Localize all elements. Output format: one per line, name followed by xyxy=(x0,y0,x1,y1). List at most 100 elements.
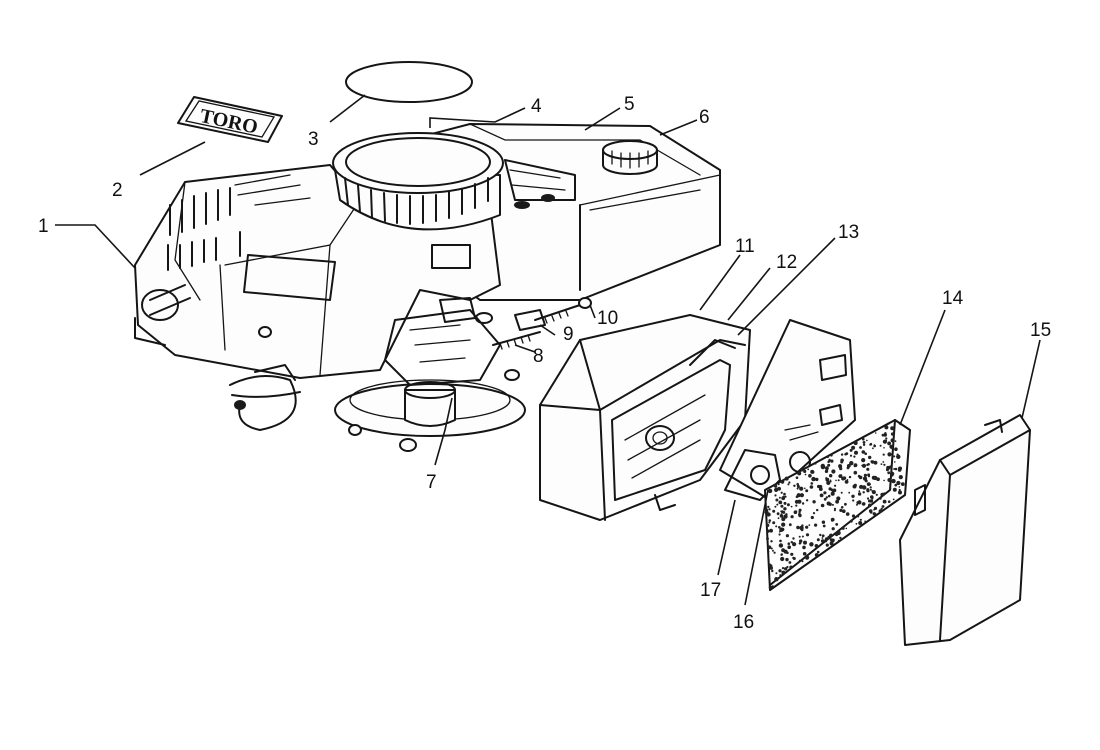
foam-texture-dot xyxy=(844,502,847,506)
callout-6: 6 xyxy=(699,107,710,128)
foam-texture-dot xyxy=(861,502,866,506)
foam-texture-dot xyxy=(831,492,835,496)
foam-texture-dot xyxy=(849,454,853,457)
foam-texture-dot xyxy=(777,517,780,520)
foam-texture-dot xyxy=(771,569,774,573)
foam-texture-dot xyxy=(797,471,802,476)
foam-texture-dot xyxy=(776,512,780,516)
foam-texture-dot xyxy=(880,463,883,465)
foam-texture-dot xyxy=(822,524,826,528)
foam-texture-dot xyxy=(841,476,846,481)
foam-texture-dot xyxy=(770,540,773,543)
foam-texture-dot xyxy=(788,481,791,484)
foam-texture-dot xyxy=(893,468,896,470)
foam-texture-dot xyxy=(798,510,801,514)
foam-texture-dot xyxy=(894,467,898,471)
foam-texture-dot xyxy=(825,477,828,480)
foam-texture-dot xyxy=(820,539,825,543)
foam-texture-dot xyxy=(783,492,786,496)
foam-texture-dot xyxy=(869,488,872,491)
foam-texture-dot xyxy=(820,503,825,508)
foam-texture-dot xyxy=(892,498,895,501)
callout-numbers: 1 2 3 4 5 6 7 8 9 10 11 12 13 14 15 16 1… xyxy=(38,94,1051,633)
foam-texture-dot xyxy=(780,491,783,494)
foam-texture-dot xyxy=(849,448,853,452)
foam-texture-dot xyxy=(778,533,781,536)
foam-texture-dot xyxy=(795,495,799,499)
foam-texture-dot xyxy=(874,445,877,447)
foam-texture-dot xyxy=(837,539,840,542)
foam-texture-dot xyxy=(811,476,816,482)
foam-texture-dot xyxy=(858,490,861,493)
foam-texture-dot xyxy=(787,542,791,545)
foam-texture-dot xyxy=(853,470,858,475)
foam-texture-dot xyxy=(790,515,794,519)
foam-texture-dot xyxy=(802,545,806,550)
foam-texture-dot xyxy=(801,502,805,505)
foam-texture-dot xyxy=(852,499,855,502)
foam-filter-element xyxy=(764,419,911,591)
foam-texture-dot xyxy=(832,488,837,493)
foam-texture-dot xyxy=(853,463,858,468)
foam-texture-dot xyxy=(799,493,805,498)
foam-texture-dot xyxy=(804,487,806,490)
foam-texture-dot xyxy=(812,500,816,504)
leader-lines xyxy=(55,94,1041,606)
foam-texture-dot xyxy=(779,574,782,577)
foam-texture-dot xyxy=(887,441,891,446)
foam-texture-dot xyxy=(814,523,818,527)
foam-texture-dot xyxy=(834,484,837,487)
foam-texture-dot xyxy=(846,464,851,468)
callout-16: 16 xyxy=(733,612,754,633)
foam-texture-dot xyxy=(852,484,857,489)
foam-texture-dot xyxy=(825,496,828,499)
callout-13: 13 xyxy=(838,222,859,243)
foam-texture-dot xyxy=(800,468,804,472)
foam-texture-dot xyxy=(841,526,845,530)
foam-texture-dot xyxy=(796,483,799,486)
foam-texture-dot xyxy=(857,474,861,478)
foam-texture-dot xyxy=(784,567,788,571)
recoil-starter xyxy=(332,132,504,231)
callout-10: 10 xyxy=(597,308,618,329)
foam-texture-dot xyxy=(894,483,898,487)
foam-texture-dot xyxy=(781,570,786,575)
foam-texture-dot xyxy=(862,476,868,481)
foam-texture-dot xyxy=(830,454,833,457)
foam-texture-dot xyxy=(868,503,872,508)
foam-texture-dot xyxy=(853,455,856,458)
foam-texture-dot xyxy=(774,494,777,497)
foam-texture-dot xyxy=(839,536,842,540)
foam-texture-dot xyxy=(869,486,872,489)
foam-texture-dot xyxy=(849,519,853,523)
foam-texture-dot xyxy=(828,502,832,506)
foam-texture-dot xyxy=(900,482,905,486)
foam-texture-dot xyxy=(780,480,785,484)
foam-texture-dot xyxy=(889,487,892,490)
foam-texture-dot xyxy=(774,487,779,492)
foam-texture-dot xyxy=(846,479,849,481)
foam-texture-dot xyxy=(775,572,778,575)
foam-texture-dot xyxy=(786,503,790,507)
foam-texture-dot xyxy=(870,460,875,464)
foam-texture-dot xyxy=(880,492,885,497)
foam-texture-dot xyxy=(889,471,895,476)
foam-texture-dot xyxy=(842,509,846,513)
callout-2: 2 xyxy=(112,180,123,201)
foam-texture-dot xyxy=(862,443,866,446)
foam-texture-dot xyxy=(857,515,860,518)
foam-texture-dot xyxy=(824,537,829,541)
foam-texture-dot xyxy=(871,490,876,495)
foam-texture-dot xyxy=(769,566,773,570)
foam-texture-dot xyxy=(859,485,863,489)
foam-texture-dot xyxy=(864,520,866,522)
foam-texture-dot xyxy=(775,498,779,502)
foam-texture-dot xyxy=(798,542,801,545)
foam-texture-dot xyxy=(881,505,885,508)
foam-texture-dot xyxy=(885,437,888,440)
foam-texture-dot xyxy=(896,480,901,486)
foam-texture-dot xyxy=(827,461,830,463)
foam-texture-dot xyxy=(857,492,862,496)
foam-texture-dot xyxy=(871,475,876,480)
foam-texture-dot xyxy=(778,500,783,505)
